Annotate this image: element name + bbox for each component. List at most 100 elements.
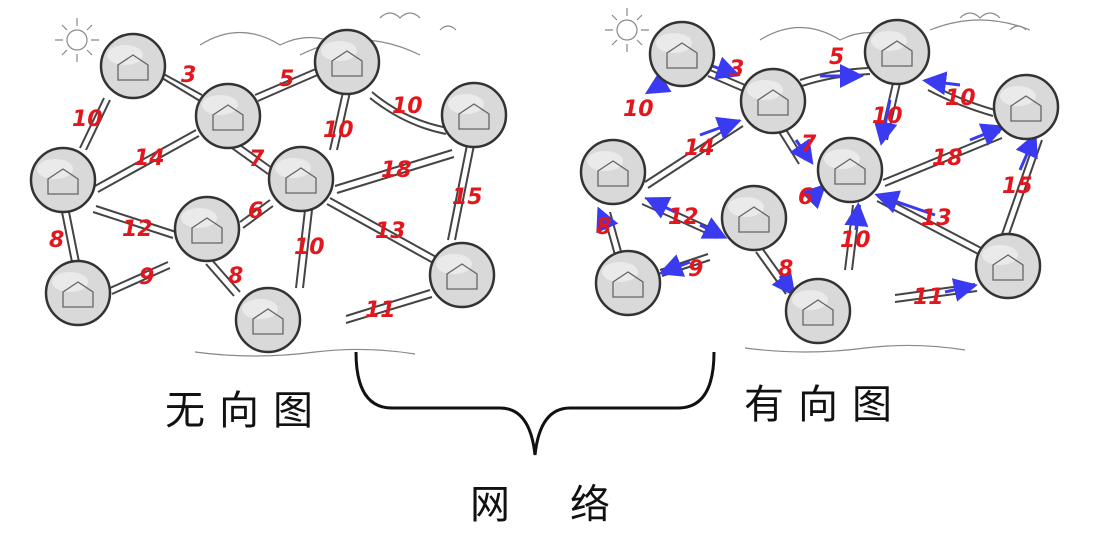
network-caption: 网络 [470,482,670,528]
house-node [739,67,807,135]
arrow [658,254,691,277]
edge-weight: 6 [798,185,813,210]
ground-sketch [194,348,416,357]
edge-weight: 13 [375,219,406,244]
edge-weight: 3 [729,57,744,82]
road [447,139,476,241]
house-node [579,138,647,206]
road [239,199,274,229]
house-node [428,241,496,309]
sun-icon [605,8,649,52]
edge-weight: 10 [392,94,423,119]
house-node [720,184,788,252]
undirected-graph-caption: 无向图 [165,388,327,434]
edge-weight: 15 [452,185,483,210]
house-node [992,73,1060,141]
edge-weight: 18 [381,158,412,183]
road [254,67,321,102]
road [329,91,351,151]
sun-icon [55,18,99,62]
directed-nodes [579,18,1060,345]
arrow [699,116,742,140]
house-node [974,232,1042,300]
edge-weight: 7 [801,132,817,157]
house-node [234,286,302,354]
ground-sketch [744,344,966,353]
edge-weight: 10 [872,104,903,129]
house-node [29,146,97,214]
edge-weight: 10 [945,86,976,111]
undirected-roads [61,67,476,324]
directed-weights: 3 5 10 14 7 10 10 18 12 6 15 8 13 9 8 10… [596,45,1033,310]
arrow [873,99,898,146]
cloud-sketch [959,12,1027,31]
road [345,289,433,324]
edge-weight: 10 [323,118,354,143]
road [61,211,80,263]
house-node [173,195,241,263]
arrow [699,217,728,239]
road [295,209,313,289]
edge-weight: 11 [913,285,944,310]
road [326,197,439,265]
arrow [844,202,869,231]
house-node [863,18,931,86]
house-node [267,145,335,213]
arrow [800,183,827,210]
arrow [969,123,1006,146]
arrow [789,138,814,165]
edge-weight: 8 [778,257,793,282]
arrow [644,196,676,219]
edge-weight: 7 [249,147,265,172]
road [159,71,203,102]
edge-weight: 9 [139,265,154,290]
house-node [816,136,884,204]
house-node [313,28,381,96]
curly-brace [354,351,716,456]
house-node [194,82,262,150]
edge-weight: 10 [294,235,325,260]
edge-weight: 3 [181,63,196,88]
edge-weight: 10 [840,228,871,253]
edge-weight: 5 [279,67,294,92]
road [369,91,449,135]
cloud-sketch [379,12,457,31]
directed-graph-caption: 有向图 [744,382,906,428]
arrow [922,71,961,96]
background-sketches [55,8,1031,357]
edge-weight: 11 [365,298,396,323]
arrow [874,190,936,217]
edge-weight: 6 [248,199,263,224]
road [79,97,111,151]
house-node [440,81,508,149]
road [205,259,241,297]
edge-weight: 12 [122,217,153,242]
edge-weight: 8 [596,215,611,240]
arrow [771,270,796,297]
edge-weight: 10 [623,97,654,122]
edge-weight: 10 [72,107,103,132]
undirected-weights: 3 5 10 10 10 14 7 18 6 12 15 8 13 9 8 10… [49,63,483,323]
house-node [784,277,852,345]
edge-weight: 18 [932,146,963,171]
arrow [944,278,978,302]
house-node [44,259,112,327]
edge-weight: 8 [228,264,243,289]
undirected-nodes [29,28,508,354]
house-node [594,249,662,317]
house-node [648,20,716,88]
undirected-graph: 3 5 10 10 10 14 7 18 6 12 15 8 13 9 8 10… [29,28,508,354]
house-node [99,32,167,100]
edge-weight: 15 [1002,174,1033,199]
directed-graph: 3 5 10 14 7 10 10 18 12 6 15 8 13 9 8 10… [579,18,1060,345]
edge-weight: 13 [921,206,952,231]
edge-weight: 14 [134,146,165,171]
road [92,205,177,239]
arrow [1015,132,1038,171]
edge-weight: 5 [829,45,844,70]
edge-weight: 9 [688,257,703,282]
road [334,149,455,194]
arrow [596,206,619,234]
